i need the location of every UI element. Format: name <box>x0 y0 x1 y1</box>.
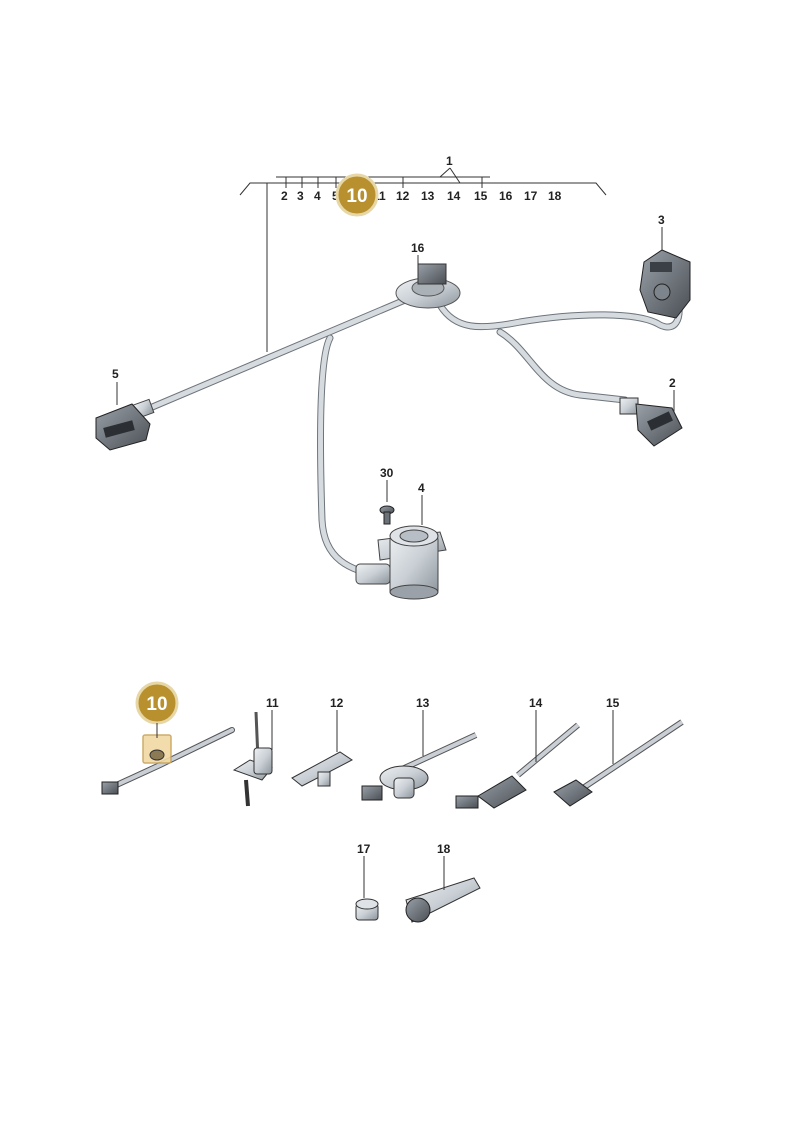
wiring-harness[interactable] <box>146 296 683 580</box>
part-30-screw[interactable] <box>379 505 395 525</box>
part-17-nut[interactable] <box>355 898 379 921</box>
index-label-5[interactable]: 5 <box>332 189 339 203</box>
callout-16[interactable]: 16 <box>411 241 425 255</box>
part-4-sensor[interactable] <box>355 525 447 600</box>
index-label-2[interactable]: 2 <box>281 189 288 203</box>
part-10-badge-top-text: 10 <box>346 186 367 207</box>
callout-30[interactable]: 30 <box>380 466 394 480</box>
index-label-15[interactable]: 15 <box>474 189 488 203</box>
part-12-clip[interactable] <box>291 751 353 787</box>
index-label-17[interactable]: 17 <box>524 189 538 203</box>
index-label-1[interactable]: 1 <box>446 154 453 168</box>
part-11-clip[interactable] <box>232 711 273 807</box>
index-label-12[interactable]: 12 <box>396 189 410 203</box>
callout-12[interactable]: 12 <box>330 696 344 710</box>
part-10-cable-tie[interactable] <box>101 727 235 795</box>
callout-15[interactable]: 15 <box>606 696 620 710</box>
part-10-badge-bottom-text: 10 <box>146 694 167 715</box>
callout-18[interactable]: 18 <box>437 842 451 856</box>
callout-17[interactable]: 17 <box>357 842 371 856</box>
part-3-sensor[interactable] <box>639 249 691 319</box>
callout-13[interactable]: 13 <box>416 696 430 710</box>
part-13-clip[interactable] <box>361 732 478 801</box>
part-10-badge-bottom[interactable]: 10 <box>135 681 179 725</box>
index-label-16[interactable]: 16 <box>499 189 513 203</box>
part-15-cable-tie[interactable] <box>553 719 684 807</box>
part-18-grommet[interactable] <box>405 877 481 923</box>
part-10-badge-top[interactable]: 10 <box>335 173 379 217</box>
part-2-connector[interactable] <box>619 397 683 447</box>
index-label-3[interactable]: 3 <box>297 189 304 203</box>
callout-4[interactable]: 4 <box>418 481 425 495</box>
callout-2[interactable]: 2 <box>669 376 676 390</box>
part-14-clip[interactable] <box>455 722 580 809</box>
index-label-4[interactable]: 4 <box>314 189 321 203</box>
callout-14[interactable]: 14 <box>529 696 543 710</box>
callout-3[interactable]: 3 <box>658 213 665 227</box>
index-label-13[interactable]: 13 <box>421 189 435 203</box>
index-label-18[interactable]: 18 <box>548 189 562 203</box>
index-label-14[interactable]: 14 <box>447 189 461 203</box>
part-5-connector[interactable] <box>95 398 155 451</box>
callout-11[interactable]: 11 <box>266 696 279 710</box>
part-16-grommet[interactable] <box>395 263 461 309</box>
callout-5[interactable]: 5 <box>112 367 119 381</box>
